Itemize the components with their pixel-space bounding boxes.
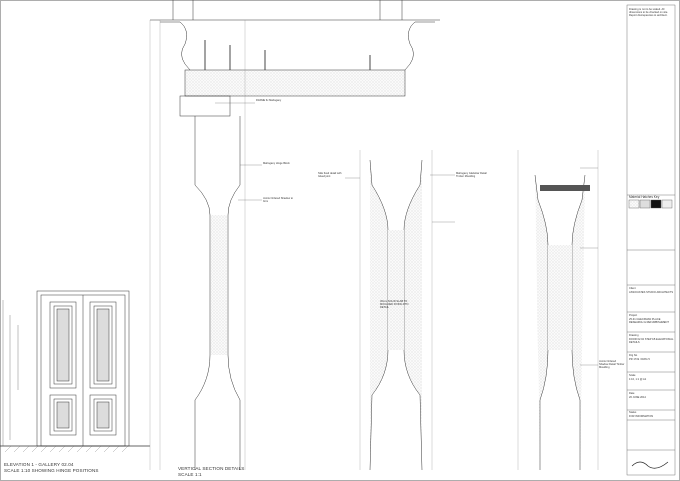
section-2 [359, 150, 433, 471]
client-value: ASSOCIATES STUDIO ARCHITECTS [629, 291, 674, 294]
annotation-mahogany-hinge: Mahogany Hinge Block [263, 162, 290, 165]
date-value: 20 JUNE 2014 [629, 396, 646, 399]
number-value: PR 1719 / DWG 5 [629, 358, 650, 361]
annotation-panel-thickness: 30mm SOLID SLAB TO MOULDED FIXING RTN DE… [380, 300, 409, 309]
title-block-notes: Drawing is not to be scaled. All dimensi… [629, 8, 669, 18]
section-3 [517, 150, 599, 470]
annotation-fix-detail: Stile fixed detail with Glued joint [318, 172, 342, 178]
annotation-mahogany-moulding: Mahogany Glazebar Detail Timber Moulding [456, 172, 487, 178]
title-block [626, 4, 676, 476]
title-block-key-title: Material Hatches Key [629, 195, 660, 199]
section-caption-line2: SCALE 1:1 [178, 472, 202, 477]
scale-label: Scale [629, 374, 636, 377]
project-label: Project [629, 314, 638, 317]
client-label: Client [629, 287, 636, 290]
drawing-label: Drawing [629, 334, 639, 337]
floor-hatch [4, 445, 129, 453]
annotation-frame-fix: FRAME fix Mahogany [256, 99, 282, 102]
section-1 [149, 20, 246, 470]
status-value: FOR INFORMATION [629, 415, 654, 418]
section-caption-line1: VERTICAL SECTION DETAILS [178, 466, 245, 471]
drawing-value: DOOR 02.04 STEP 1B ELEVATIONAL DETAILS [629, 338, 674, 345]
door-elevation [0, 290, 150, 447]
status-label: Status [629, 411, 637, 414]
elevation-caption-line2: SCALE 1:10 SHOWING HINGE POSITIONS [4, 468, 99, 473]
annotation-joint-note: Joints Ordered Shadow to form [263, 197, 293, 203]
project-value: 25-31 CHECKMAN PLACE RESEARCH & REFURBIS… [629, 318, 669, 325]
annotation-lower-joint: Joints Ordered Shadow Detail Timber Moul… [599, 360, 625, 369]
scale-value: 1:10, 1:1 @ A1 [629, 378, 647, 381]
elevation-caption-line1: ELEVATION 1 - GALLERY 02.04 [4, 462, 74, 467]
leader-lines [215, 102, 598, 366]
head-section [150, 0, 440, 117]
number-label: Drg No [629, 354, 638, 357]
date-label: Date [629, 392, 635, 395]
